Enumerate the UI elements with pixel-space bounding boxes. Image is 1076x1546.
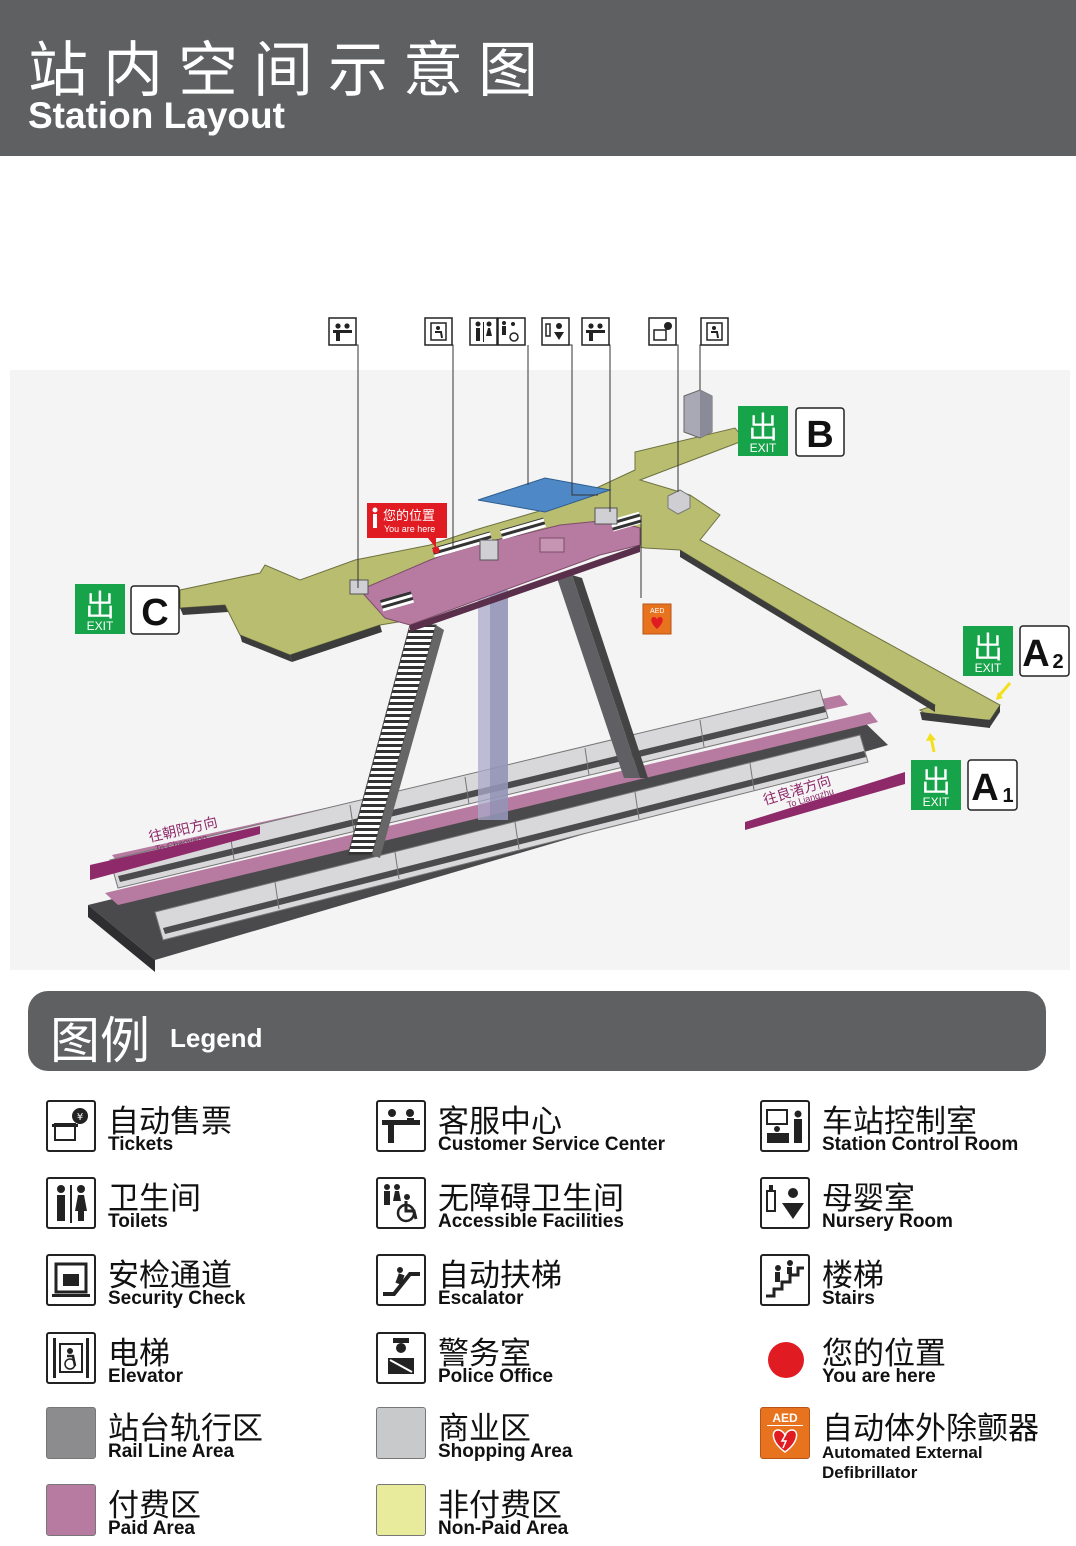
svg-text:EXIT: EXIT [975,661,1002,675]
customer-service-icon [376,1100,426,1152]
exit-a2: 出 EXIT A 2 [963,625,1070,677]
legend-item-escalator: 自动扶梯 Escalator [376,1250,696,1310]
svg-text:EXIT: EXIT [923,795,950,809]
stair-left [347,624,444,858]
svg-text:AED: AED [772,1411,798,1425]
svg-text:EXIT: EXIT [87,619,114,633]
exit-c: 出 EXIT C [75,584,180,635]
svg-text:AED: AED [650,608,664,615]
shopping-area-swatch [376,1407,426,1459]
exit-a2-sub: 2 [1052,651,1063,673]
legend-item-station-control-room: 车站控制室 Station Control Room [760,1096,1076,1156]
legend-item-shopping-area: 商业区 Shopping Area [376,1403,696,1463]
accessible-icon [497,317,526,346]
concourse [179,389,1001,728]
legend-item-police: 警务室 Police Office [376,1328,696,1388]
security-icon [46,1254,96,1306]
header: 站内空间示意图 Station Layout [0,0,1076,156]
legend-item-paid-area: 付费区 Paid Area [46,1480,366,1540]
exit-a1-label: A [971,767,998,809]
rail-line-swatch [46,1407,96,1459]
elevator-icon [46,1332,96,1384]
page-title-cn: 站内空间示意图 [28,36,553,106]
paid-area-swatch [46,1484,96,1536]
legend-item-accessible: 无障碍卫生间 Accessible Facilities [376,1173,696,1233]
non-paid-area-swatch [376,1484,426,1536]
legend-header: 图例 Legend [28,991,1046,1071]
exit-a1-sub: 1 [1002,785,1013,807]
customer-service-icon [328,317,357,346]
top-icons [328,317,729,346]
platform [88,689,888,972]
legend-item-tickets: ¥ 自动售票 Tickets [46,1096,366,1156]
nursery-icon [541,317,570,346]
station-map: 往朝阳方向 To Chaoyang 往良渚方向 To Liangzhu [10,317,1070,972]
svg-text:出: 出 [85,589,115,624]
you-are-here-cn: 您的位置 [383,508,435,524]
svg-text:出: 出 [748,411,778,446]
escalator-icon [376,1254,426,1306]
exit-b-label: B [806,414,833,456]
tickets-icon [648,317,677,346]
exit-c-label: C [141,592,168,634]
escalator-right [556,575,648,778]
red-dot-icon [760,1332,810,1384]
exit-a2-label: A [1022,633,1049,675]
stairs-icon [760,1254,810,1306]
legend-item-security: 安检通道 Security Check [46,1250,366,1310]
svg-text:¥: ¥ [77,1112,83,1123]
exit-arrows [926,682,1012,753]
customer-service-icon-2 [581,317,610,346]
legend-item-non-paid-area: 非付费区 Non-Paid Area [376,1480,696,1540]
accessible-icon [376,1177,426,1229]
elevator-icon-2 [700,317,729,346]
aed-icon: AED [760,1407,810,1459]
elevator-tower [683,389,713,439]
legend-title-cn: 图例 [50,1012,150,1070]
you-are-here-marker: 您的位置 You are here [367,503,447,554]
train-front [154,734,869,941]
legend-item-nursery: 母婴室 Nursery Room [760,1173,1076,1233]
legend-item-you-are-here: 您的位置 You are here [760,1328,1076,1388]
legend-item-aed: AED 自动体外除颤器 Automated External Defibrill… [760,1403,1076,1482]
police-icon [376,1332,426,1384]
concourse-elevator [667,489,691,515]
toilets-icon [469,317,498,346]
nursery-icon [760,1177,810,1229]
elevator-icon [424,317,453,346]
page-title-en: Station Layout [28,95,285,136]
aed-map-marker: AED [642,603,672,635]
legend-item-stairs: 楼梯 Stairs [760,1250,1076,1310]
svg-text:EXIT: EXIT [750,441,777,455]
train-back [109,689,829,889]
legend-item-customer-service: 客服中心 Customer Service Center [376,1096,696,1156]
svg-text:出: 出 [973,631,1003,666]
you-are-here-en: You are here [384,524,435,534]
exit-a1: 出 EXIT A 1 [911,759,1018,811]
tickets-icon: ¥ [46,1100,96,1152]
exit-b: 出 EXIT B [738,406,845,457]
legend-title-en: Legend [170,1023,263,1053]
legend-item-rail-line-area: 站台轨行区 Rail Line Area [46,1403,366,1463]
toilets-icon [46,1177,96,1229]
control-room-icon [760,1100,810,1152]
legend-item-toilets: 卫生间 Toilets [46,1173,366,1233]
svg-text:出: 出 [921,765,951,800]
legend-item-elevator: 电梯 Elevator [46,1328,366,1388]
